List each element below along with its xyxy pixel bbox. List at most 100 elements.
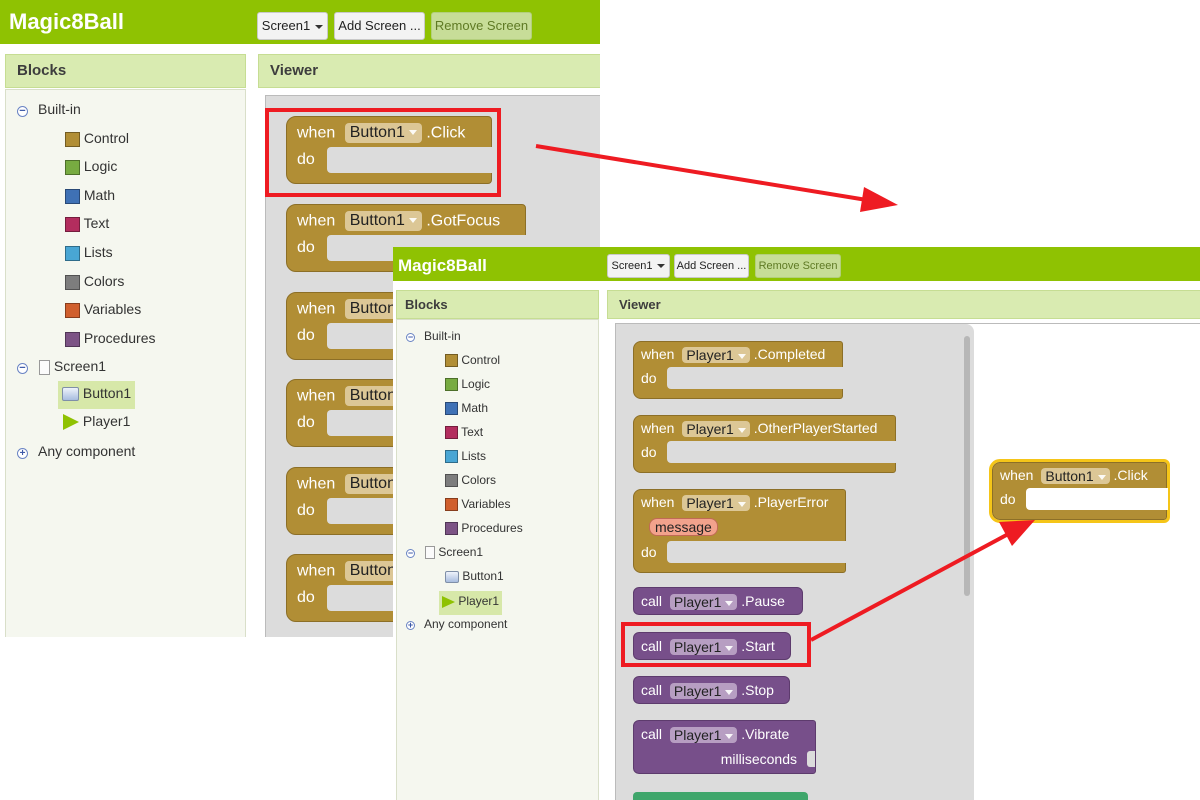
category-label: Colors: [461, 473, 497, 487]
component-dropdown[interactable]: Player1: [682, 495, 750, 512]
collapse-icon[interactable]: −: [17, 363, 28, 374]
add-screen-button[interactable]: Add Screen ...: [674, 254, 749, 278]
block-when-button1-click-placed[interactable]: when Button1 .Click do: [989, 459, 1170, 523]
tree-any-component[interactable]: +Any component: [17, 443, 135, 459]
do-socket: [667, 441, 897, 463]
do-socket: [667, 541, 847, 563]
tree-category-colors[interactable]: Colors: [445, 473, 497, 488]
tree-category-text[interactable]: Text: [65, 215, 109, 232]
remove-screen-button[interactable]: Remove Screen: [431, 12, 532, 40]
component-dropdown[interactable]: Player1: [669, 639, 738, 656]
expand-icon[interactable]: +: [406, 620, 415, 630]
event-name: .Click: [1113, 467, 1148, 483]
call-keyword: call: [641, 726, 663, 742]
screen-select-button[interactable]: Screen1: [607, 254, 670, 278]
block-partial-bottom: [633, 792, 808, 800]
component-dropdown[interactable]: Player1: [669, 594, 738, 611]
tree-component-button1[interactable]: Button1: [58, 381, 136, 409]
component-dropdown[interactable]: Button1: [344, 211, 422, 232]
tree-builtin[interactable]: −Built-in: [17, 101, 81, 117]
component-dropdown[interactable]: Player1: [682, 347, 750, 364]
tree-category-math[interactable]: Math: [65, 187, 115, 204]
player-component-icon: [442, 595, 455, 608]
tree-category-variables[interactable]: Variables: [445, 497, 511, 512]
component-dropdown[interactable]: Player1: [669, 683, 738, 700]
component-label: Player1: [673, 727, 722, 744]
tree-any-component[interactable]: + Any component: [406, 617, 507, 631]
tree-screen1-label: Screen1: [53, 358, 107, 374]
arrow-line-start-to-placed: [810, 530, 1013, 642]
text-swatch-icon: [445, 426, 458, 440]
button-component-icon: [62, 387, 79, 402]
tree-component-player1[interactable]: Player1: [439, 591, 503, 615]
call-keyword: call: [641, 593, 663, 609]
component-dropdown[interactable]: Player1: [669, 727, 738, 744]
do-keyword: do: [1000, 491, 1016, 507]
blocks-panel-title: Blocks: [405, 297, 448, 312]
tree-category-control[interactable]: Control: [445, 353, 500, 368]
highlight-box-click-event: [265, 108, 501, 197]
block-call-player1-stop[interactable]: call Player1 .Stop: [633, 676, 790, 704]
component-label: Player1: [686, 495, 734, 512]
tree-category-colors[interactable]: Colors: [65, 273, 124, 290]
block-when-player1-playererror[interactable]: when Player1 .PlayerError message do: [633, 489, 847, 573]
category-label: Text: [461, 425, 484, 439]
event-name: .PlayerError: [753, 494, 829, 510]
dropdown-arrow-icon: [737, 502, 746, 508]
tree-category-math[interactable]: Math: [445, 401, 488, 416]
block-when-player1-otherplayerstarted[interactable]: when Player1 .OtherPlayerStarted do: [633, 415, 897, 473]
tree-screen1[interactable]: − Screen1: [406, 545, 484, 560]
tree-category-logic[interactable]: Logic: [445, 377, 490, 392]
add-screen-button[interactable]: Add Screen ...: [334, 12, 425, 40]
tree-builtin-label: Built-in: [424, 329, 461, 343]
tree-category-control[interactable]: Control: [65, 130, 129, 147]
tree-screen1-label: Screen1: [438, 545, 484, 559]
component-dropdown[interactable]: Button1: [344, 123, 422, 144]
text-swatch-icon: [65, 216, 80, 232]
tree-any-component-label: Any component: [424, 617, 508, 631]
dropdown-arrow-icon: [1097, 475, 1106, 481]
blocks-panel-header: Blocks: [5, 54, 246, 88]
viewer-panel-header: Viewer: [607, 290, 1200, 319]
blocks-tree: −Built-in Control Logic Math Text Lists …: [5, 89, 246, 637]
component-label: Button1: [349, 387, 405, 404]
workspace-viewer[interactable]: when Player1 .Completed do when Player1 …: [615, 323, 1200, 800]
component-label: Player1: [686, 347, 734, 364]
tree-category-procedures[interactable]: Procedures: [65, 330, 155, 347]
dropdown-arrow-icon: [737, 354, 746, 360]
block-event-header: when Player1 .OtherPlayerStarted: [641, 420, 877, 438]
block-when-button1-click[interactable]: when Button1 .Click do: [286, 116, 493, 184]
collapse-icon[interactable]: −: [406, 548, 415, 558]
block-call-player1-pause[interactable]: call Player1 .Pause: [633, 587, 803, 615]
collapse-icon[interactable]: −: [406, 332, 415, 342]
block-call-player1-vibrate[interactable]: call Player1 .Vibrate milliseconds: [633, 720, 816, 774]
message-parameter[interactable]: message: [649, 518, 718, 536]
block-call-player1-start[interactable]: call Player1 .Start: [633, 632, 791, 660]
tree-screen1[interactable]: − Screen1: [17, 358, 106, 375]
block-when-player1-completed[interactable]: when Player1 .Completed do: [633, 341, 844, 399]
screen-select-button[interactable]: Screen1: [257, 12, 328, 40]
remove-screen-button[interactable]: Remove Screen: [755, 254, 841, 278]
tree-category-text[interactable]: Text: [445, 425, 484, 440]
tree-category-logic[interactable]: Logic: [65, 158, 117, 175]
arrow-head-icon: [999, 520, 1035, 546]
call-keyword: call: [641, 682, 663, 698]
expand-icon[interactable]: +: [17, 448, 28, 459]
dropdown-arrow-icon: [408, 130, 417, 136]
tree-component-player1[interactable]: Player1: [63, 413, 130, 431]
colors-swatch-icon: [445, 474, 458, 488]
category-label: Variables: [461, 497, 511, 511]
tree-category-procedures[interactable]: Procedures: [445, 521, 523, 536]
button-component-icon: [445, 570, 459, 583]
tree-builtin[interactable]: −Built-in: [406, 329, 461, 343]
lists-swatch-icon: [445, 450, 458, 464]
collapse-icon[interactable]: −: [17, 106, 28, 117]
drawer-scrollbar[interactable]: [964, 336, 970, 596]
tree-category-lists[interactable]: Lists: [65, 244, 113, 261]
tree-component-button1[interactable]: Button1: [445, 569, 504, 583]
component-dropdown[interactable]: Player1: [682, 421, 750, 438]
tree-category-lists[interactable]: Lists: [445, 449, 486, 464]
component-dropdown[interactable]: Button1: [1041, 468, 1110, 485]
tree-category-variables[interactable]: Variables: [65, 301, 141, 318]
